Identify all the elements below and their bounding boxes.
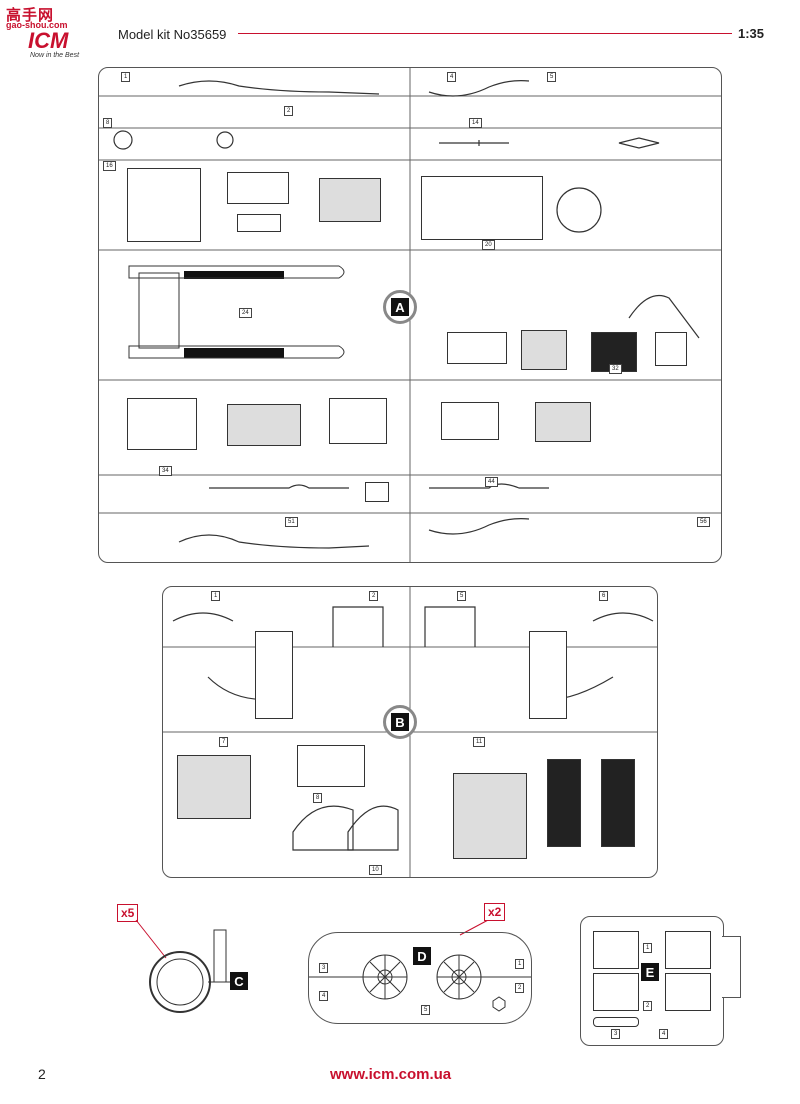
part-a35-panel — [329, 398, 387, 444]
part-number: 2 — [515, 983, 525, 993]
part-a26-panel — [447, 332, 507, 364]
part-number: 4 — [659, 1029, 669, 1039]
page-number: 2 — [38, 1066, 46, 1082]
part-number: 1 — [211, 591, 221, 601]
part-e-strip — [593, 1017, 639, 1027]
sprue-e: E 1 2 3 4 — [580, 916, 724, 1046]
part-b7-panel — [177, 755, 251, 819]
part-number: 4 — [447, 72, 457, 82]
part-e-window-4 — [665, 973, 711, 1011]
part-a19-seat — [319, 178, 381, 222]
page-title: Model kit No35659 — [118, 27, 227, 42]
part-number: 14 — [469, 118, 482, 128]
part-a37-box — [535, 402, 591, 442]
part-number: 10 — [369, 865, 382, 875]
sprue-e-badge: E — [641, 963, 659, 981]
part-number: 1 — [121, 72, 131, 82]
part-number: 1 — [515, 959, 525, 969]
part-b12-seat — [547, 759, 581, 847]
part-a18-window — [237, 214, 281, 232]
part-number: 3 — [611, 1029, 621, 1039]
sprue-b-letter: B — [391, 713, 409, 731]
part-a43-seat — [365, 482, 389, 502]
part-number: 5 — [421, 1005, 431, 1015]
part-a34-hood — [227, 404, 301, 446]
sprue-e-tab — [722, 936, 741, 998]
sprue-d-quantity: x2 — [484, 903, 506, 921]
part-e-window-1 — [593, 931, 639, 969]
part-a33-panel — [127, 398, 197, 450]
sprue-d-frame — [309, 954, 531, 1012]
part-b13-seat — [601, 759, 635, 847]
part-number: 8 — [103, 118, 113, 128]
part-a16-panel — [127, 168, 201, 242]
part-b8-hood — [297, 745, 365, 787]
header-divider — [238, 33, 732, 34]
part-a29-box — [655, 332, 687, 366]
sprue-d-letter: D — [413, 947, 431, 965]
part-a20-panel — [421, 176, 543, 240]
logo-site-text: gao-shou.com — [6, 20, 68, 30]
sprue-a: A 1 2 4 5 8 14 16 20 24 32 34 44 51 56 — [98, 67, 722, 563]
part-b11-panel — [453, 773, 527, 859]
part-number: 34 — [159, 466, 172, 476]
sprue-e-letter: E — [641, 963, 659, 981]
part-b2-door — [255, 631, 293, 719]
part-a27-cowl — [521, 330, 567, 370]
part-number: 11 — [473, 737, 486, 747]
part-number: 2 — [369, 591, 379, 601]
logo-chinese-text: 高手网 — [6, 6, 55, 24]
sprue-c-badge: C — [230, 972, 248, 990]
website-link[interactable]: www.icm.com.ua — [330, 1066, 452, 1083]
part-e-window-2 — [665, 931, 711, 969]
part-number: 7 — [219, 737, 229, 747]
part-number: 2 — [284, 106, 294, 116]
part-number: 56 — [697, 517, 710, 527]
part-number: 16 — [103, 161, 116, 171]
part-number: 8 — [313, 793, 323, 803]
logo-brand-text: ICM — [28, 28, 69, 53]
sprue-a-badge: A — [383, 290, 417, 324]
part-b5-door — [529, 631, 567, 719]
part-e-window-3 — [593, 973, 639, 1011]
part-a36-panel — [441, 402, 499, 440]
part-number: 6 — [599, 591, 609, 601]
part-number: 51 — [285, 517, 298, 527]
sprue-b-badge: B — [383, 705, 417, 739]
part-number: 4 — [319, 991, 329, 1001]
sprue-a-frame — [99, 68, 721, 562]
sprue-c-quantity: x5 — [117, 904, 139, 922]
sprue-a-letter: A — [391, 298, 409, 316]
part-number: 32 — [609, 364, 622, 374]
part-a17-frame — [227, 172, 289, 204]
part-number: 24 — [239, 308, 252, 318]
sprue-c-letter: C — [230, 972, 248, 990]
part-number: 5 — [457, 591, 467, 601]
part-number: 1 — [643, 943, 653, 953]
part-number: 3 — [319, 963, 329, 973]
scale-label: 1:35 — [738, 26, 765, 41]
sprue-d: D 1 2 3 4 5 — [308, 932, 532, 1024]
part-number: 5 — [547, 72, 557, 82]
part-number: 20 — [482, 240, 495, 250]
sprue-b: B 1 2 5 6 7 8 10 11 — [162, 586, 658, 878]
sprue-d-badge: D — [413, 947, 431, 965]
icm-logo: 高手网 gao-shou.com ICM Now in the Best — [6, 4, 98, 62]
logo-tagline: Now in the Best — [30, 52, 80, 59]
part-number: 2 — [643, 1001, 653, 1011]
part-number: 44 — [485, 477, 498, 487]
